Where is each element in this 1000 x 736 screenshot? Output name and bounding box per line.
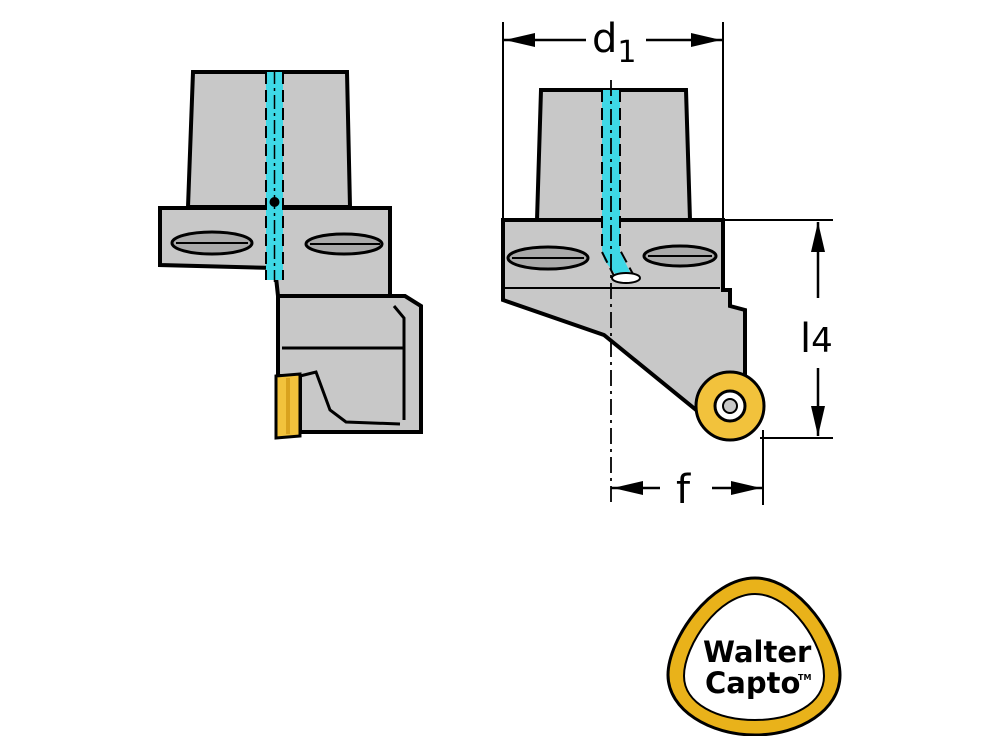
logo-walter-text: Walter — [703, 635, 812, 669]
dimension-d1-label: d1 — [592, 16, 636, 70]
walter-capto-logo: Walter Capto TM — [666, 576, 842, 736]
dimension-l4-label: l4 — [800, 316, 833, 362]
side-view — [158, 70, 423, 440]
logo-capto-text: Capto — [705, 666, 800, 700]
dimension-f-label: f — [676, 467, 691, 513]
dimension-d1: d1 — [502, 16, 724, 222]
dimension-l4: l4 — [723, 219, 833, 439]
front-view — [501, 80, 766, 505]
front-view-coolant-channel — [602, 90, 632, 280]
dimension-f: f — [611, 430, 764, 513]
logo-tm-text: TM — [798, 673, 811, 682]
